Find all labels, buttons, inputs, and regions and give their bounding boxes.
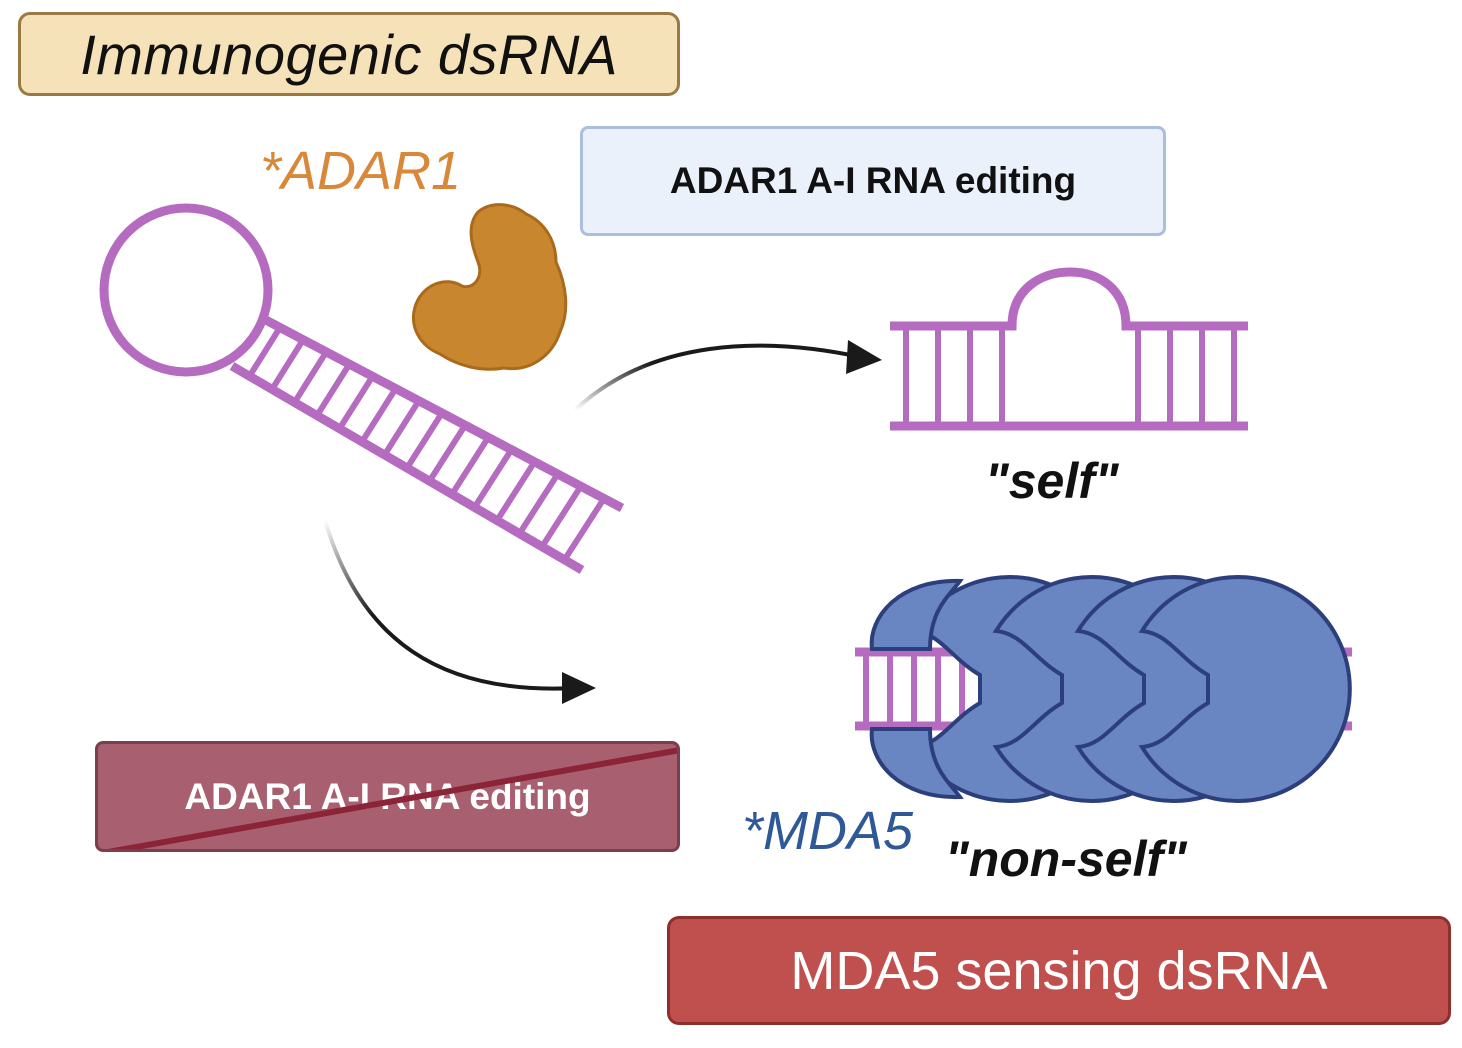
base-pair <box>381 399 422 457</box>
base-pair <box>516 472 561 536</box>
base-pair <box>426 423 468 483</box>
base-pair <box>471 448 514 509</box>
hairpin-dsrna <box>99 203 625 574</box>
base-pair <box>561 496 607 562</box>
hairpin-base-pairs <box>246 325 607 562</box>
mda5-unit-icon <box>1138 575 1352 803</box>
strikethrough-line <box>107 747 677 849</box>
adar1-editing-box: ADAR1 A-I RNA editing <box>580 126 1166 236</box>
mda5-cap-bottom-icon <box>869 727 964 800</box>
self-base-pairs <box>903 326 1237 426</box>
base-pair <box>494 460 538 523</box>
base-pair <box>291 350 329 405</box>
arrow-to-self-head <box>846 340 882 374</box>
arrow-to-nonself <box>323 519 576 691</box>
base-pair <box>539 484 584 549</box>
base-pair <box>246 325 283 378</box>
title-text: Immunogenic dsRNA <box>80 22 618 86</box>
base-pair <box>269 338 306 391</box>
mda5-cap-top-icon <box>869 578 964 651</box>
mda5-sensing-box: MDA5 sensing dsRNA <box>667 916 1451 1025</box>
mda5-label: *MDA5 <box>742 801 914 861</box>
title-box: Immunogenic dsRNA <box>18 12 680 96</box>
nonself-label: "non-self" <box>945 831 1187 887</box>
mda5-filament <box>869 575 1352 803</box>
adar1-editing-text: ADAR1 A-I RNA editing <box>669 160 1077 201</box>
base-pair <box>404 411 445 470</box>
adar1-label: *ADAR1 <box>260 141 462 201</box>
no-editing-text: ADAR1 A-I RNA editing <box>184 775 591 817</box>
base-pair <box>336 374 376 431</box>
edited-self-dsrna <box>890 267 1248 431</box>
mda5-sensing-text: MDA5 sensing dsRNA <box>790 940 1328 1001</box>
no-editing-box: ADAR1 A-I RNA editing <box>95 741 680 852</box>
base-pair <box>314 362 352 418</box>
base-pair <box>449 435 491 496</box>
self-label: "self" <box>985 453 1119 509</box>
adar1-enzyme-icon <box>412 203 568 371</box>
arrow-to-self <box>573 343 866 412</box>
base-pair <box>359 386 399 444</box>
arrow-to-nonself-head <box>562 672 596 704</box>
